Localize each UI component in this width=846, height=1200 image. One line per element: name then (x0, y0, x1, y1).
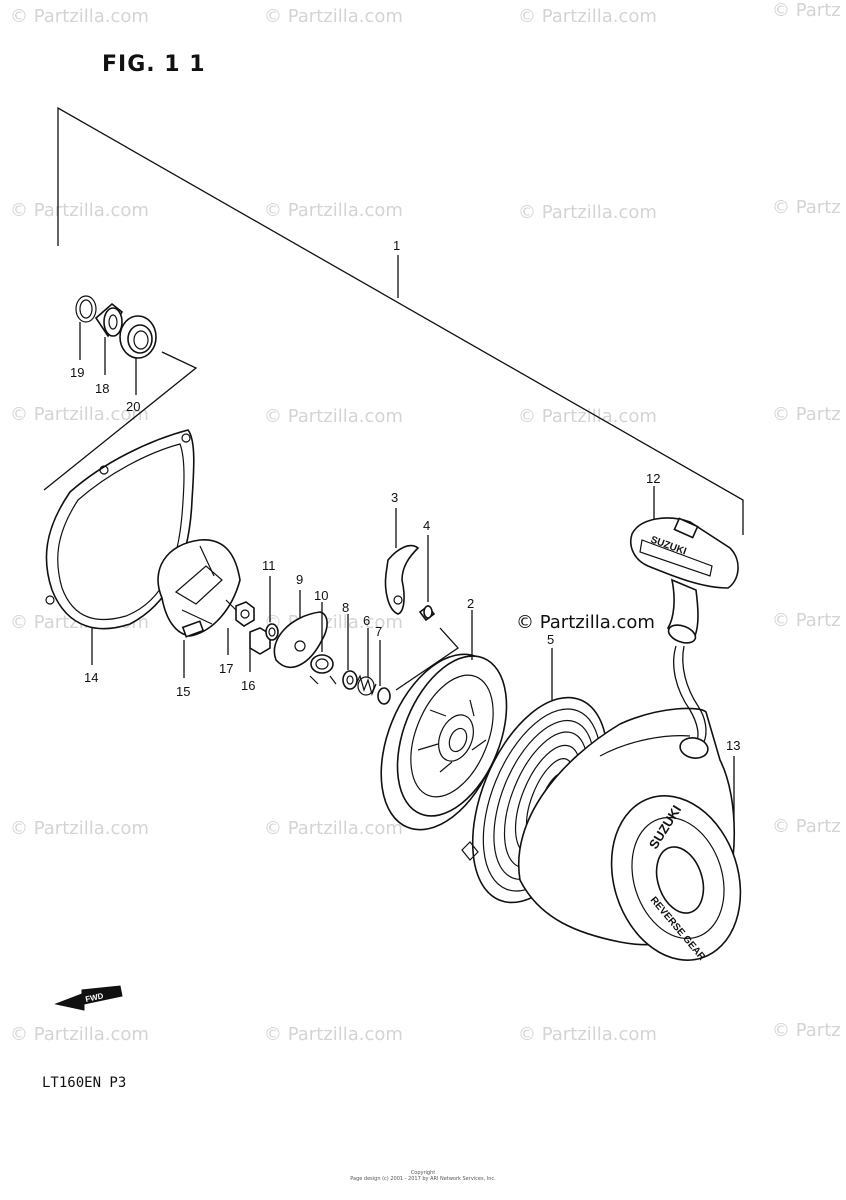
washer-8 (342, 670, 358, 690)
callout-8: 8 (342, 600, 349, 615)
overlay-watermark: © Partzilla.com (516, 612, 655, 633)
callout-4: 4 (423, 518, 430, 533)
callout-2: 2 (467, 596, 474, 611)
callout-13: 13 (726, 738, 740, 753)
spring-10 (309, 654, 337, 685)
watermark: © Partzilla.com (518, 6, 657, 27)
watermark: © Partzilla.com (264, 406, 403, 427)
model-code: LT160EN P3 (42, 1075, 127, 1091)
watermark: © Partzilla.com (518, 1024, 657, 1045)
watermark: © Partzilla.com (10, 200, 149, 221)
assembly-bracket (57, 106, 744, 535)
footer-copyright: Copyright Page design (c) 2001 - 2017 by… (0, 1170, 846, 1182)
callout-14: 14 (84, 670, 98, 685)
callout-3: 3 (391, 490, 398, 505)
footer-line-1: Copyright (410, 1170, 436, 1176)
callout-16: 16 (241, 678, 255, 693)
callout-7: 7 (375, 624, 382, 639)
starter-handle-12 (630, 517, 739, 759)
figure-title: FIG. 1 1 (102, 52, 206, 77)
watermark: © Partzilla.com (264, 818, 403, 839)
watermark: © Partzilla.com (264, 1024, 403, 1045)
callout-6: 6 (363, 613, 370, 628)
fwd-label: FWD (85, 991, 105, 1004)
spacer-18 (94, 302, 124, 338)
watermark: © Partzilla.com (518, 406, 657, 427)
watermark: © Partzilla.com (264, 200, 403, 221)
watermark: © Partz (772, 1020, 841, 1041)
watermark: © Partzilla.com (10, 404, 149, 425)
watermark: © Partzilla.com (518, 202, 657, 223)
watermark: © Partz (772, 0, 841, 21)
callout-19: 19 (70, 365, 84, 380)
washer-11 (265, 623, 279, 641)
watermark: © Partzilla.com (10, 6, 149, 27)
pawl-3 (384, 544, 420, 615)
callout-5: 5 (547, 632, 554, 647)
watermark: © Partz (772, 404, 841, 425)
watermark: © Partzilla.com (10, 818, 149, 839)
callout-20: 20 (126, 399, 140, 414)
watermark: © Partz (772, 197, 841, 218)
callout-9: 9 (296, 572, 303, 587)
bearing-bracket (43, 351, 198, 491)
callout-1: 1 (393, 238, 400, 253)
watermark: © Partzilla.com (264, 6, 403, 27)
drive-plate-15 (157, 539, 241, 638)
reel-2 (380, 653, 508, 831)
callout-11: 11 (262, 558, 276, 573)
watermark: © Partz (772, 610, 841, 631)
callout-12: 12 (646, 471, 660, 486)
callout-10: 10 (314, 588, 328, 603)
callout-labels: 1 2 3 4 5 6 7 8 9 10 11 12 13 14 15 16 1… (70, 238, 740, 753)
callout-18: 18 (95, 381, 109, 396)
gasket-14 (45, 429, 195, 630)
bearing-20 (119, 315, 157, 359)
guide-line (395, 627, 459, 691)
watermark: © Partzilla.com (10, 1024, 149, 1045)
nut-17 (235, 601, 255, 627)
spring-6 (355, 674, 377, 696)
starter-case-13 (461, 707, 742, 961)
callout-15: 15 (176, 684, 190, 699)
pin-7 (377, 687, 391, 705)
friction-plate-9 (273, 611, 328, 669)
footer-line-2: Page design (c) 2001 - 2017 by ARI Netwo… (350, 1176, 496, 1182)
fwd-arrow-icon (54, 985, 123, 1011)
pin-4 (418, 604, 436, 622)
o-ring-19 (75, 295, 97, 323)
callout-17: 17 (219, 661, 233, 676)
watermark: © Partz (772, 816, 841, 837)
